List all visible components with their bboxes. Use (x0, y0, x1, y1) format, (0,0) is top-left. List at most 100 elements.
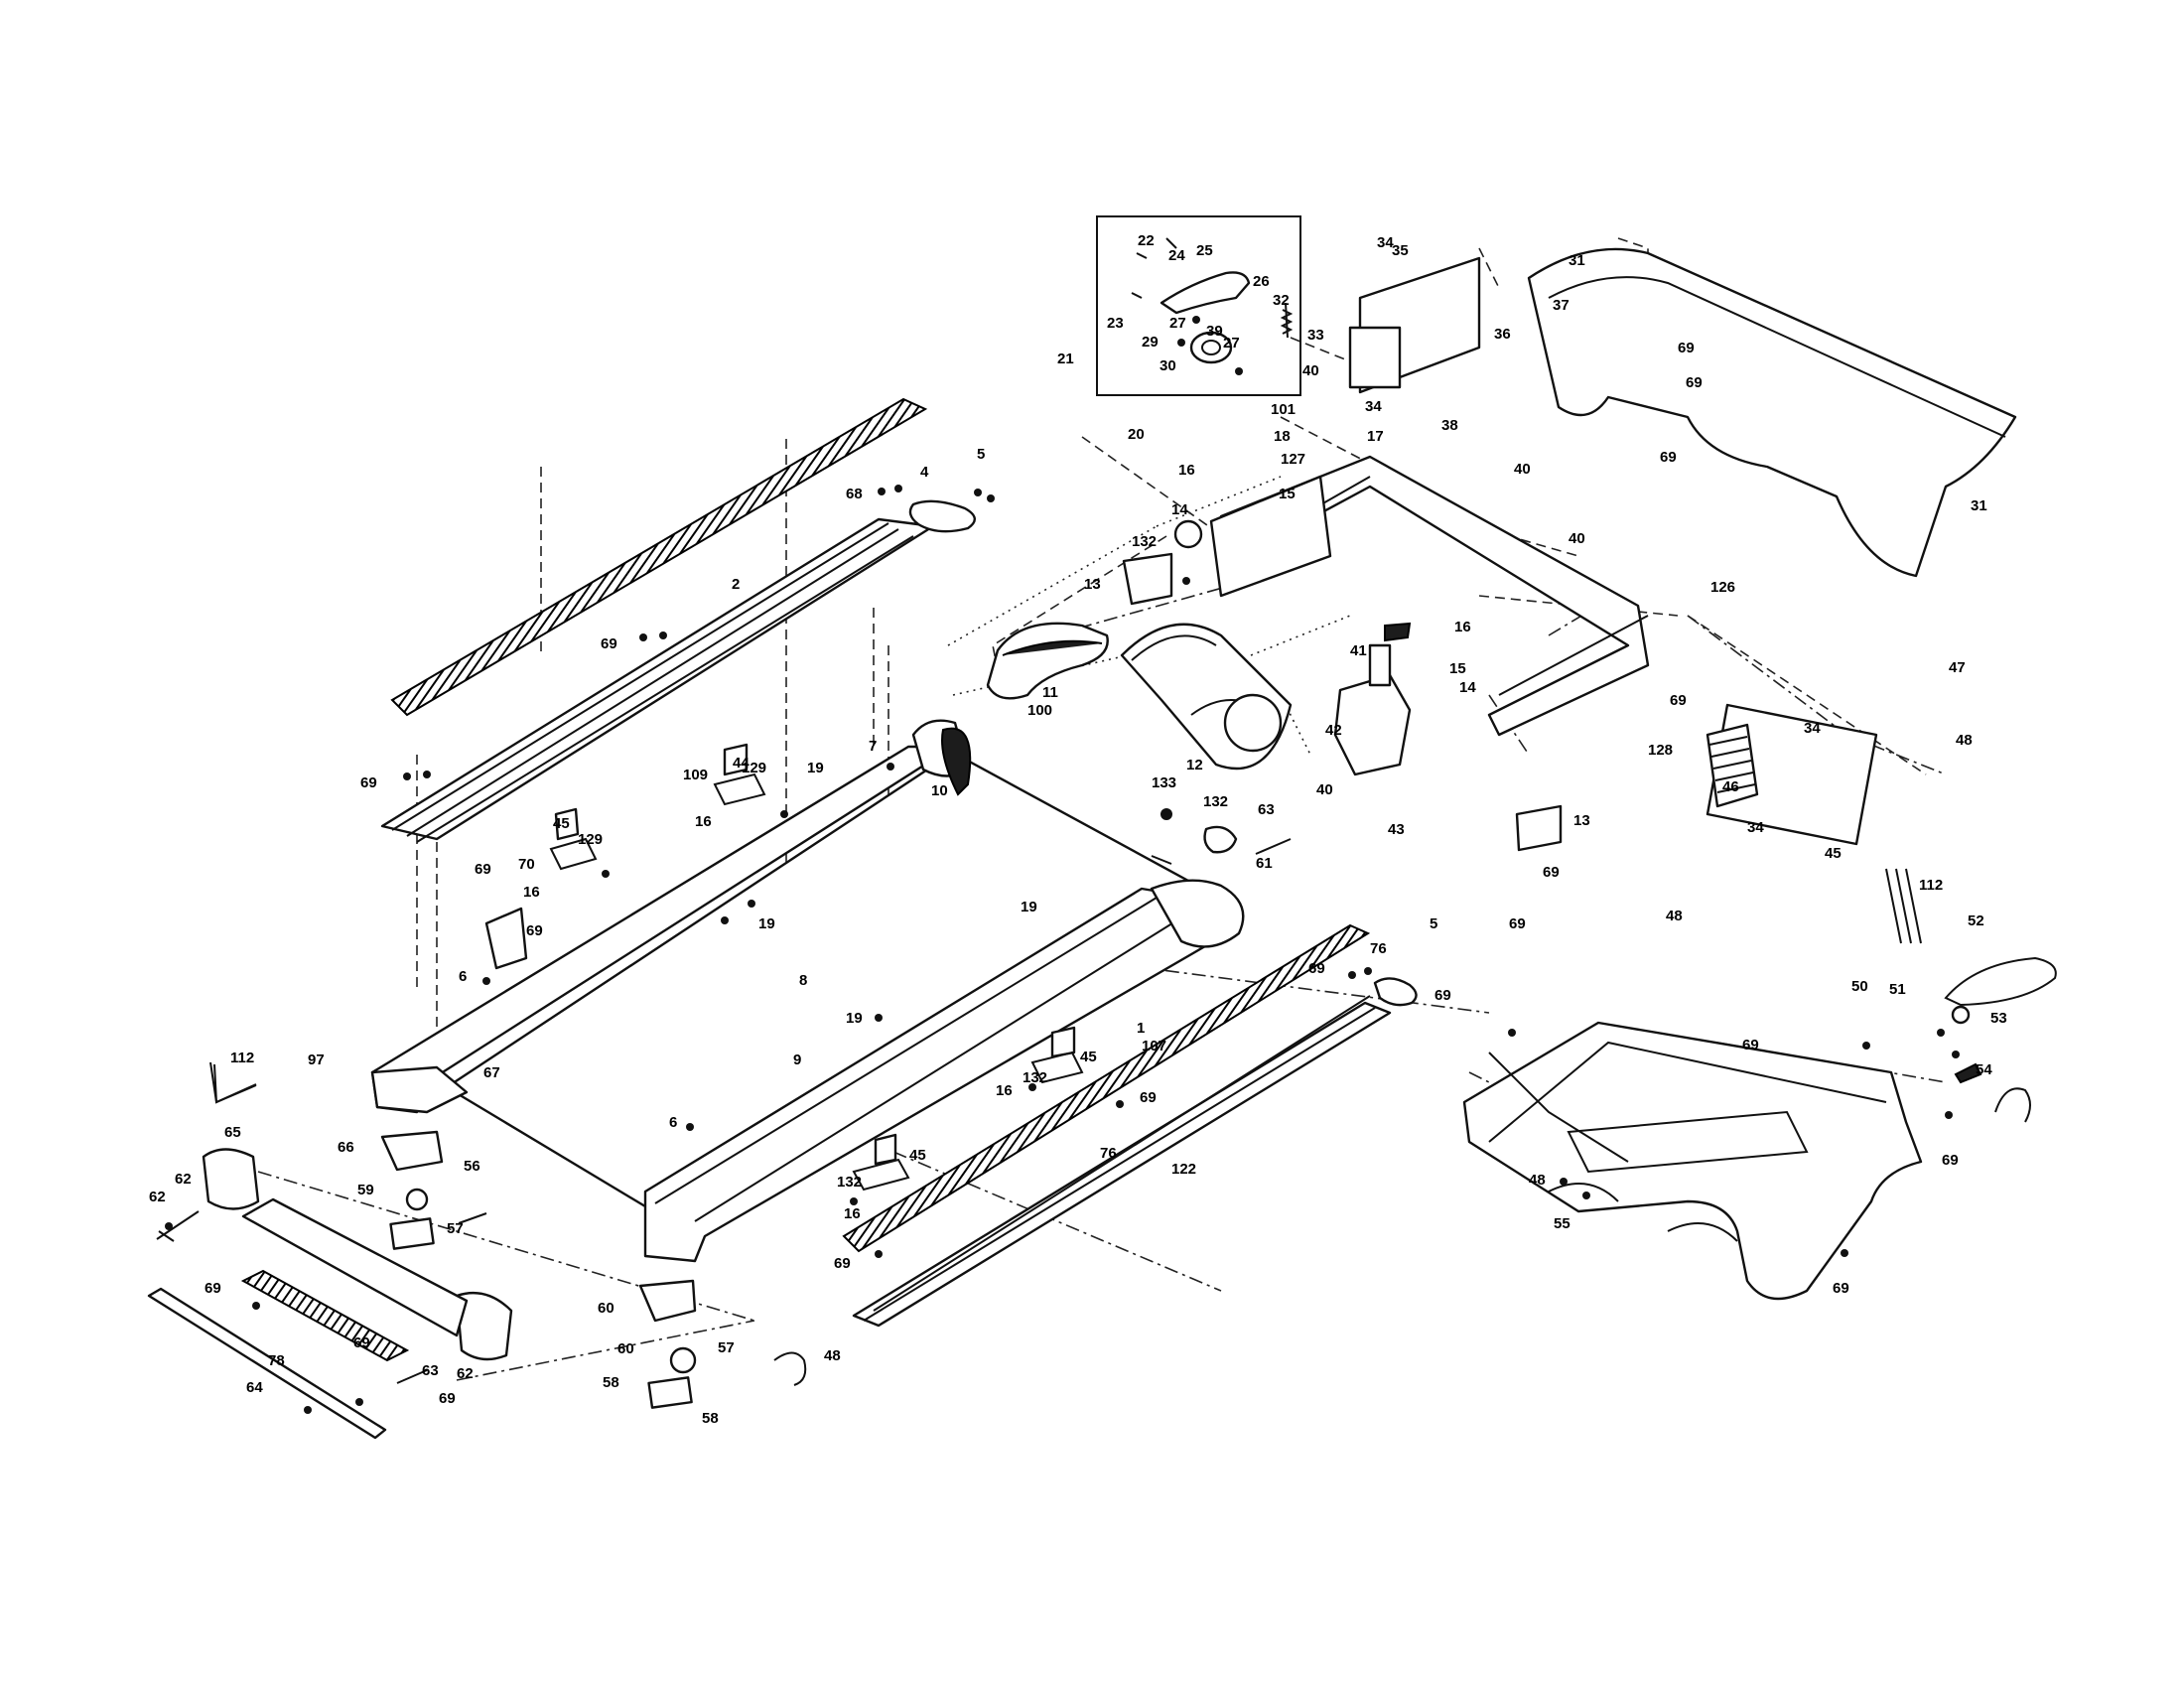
drive-belt-pulley (1173, 519, 1203, 549)
callout-label: 62 (175, 1171, 192, 1188)
callout-label: 35 (1392, 242, 1409, 259)
callout-label: 43 (1388, 821, 1405, 838)
right-rail-end-cap (1373, 977, 1418, 1007)
callout-label: 17 (1367, 428, 1384, 445)
callout-label: 51 (1889, 981, 1906, 998)
callout-label: 16 (1454, 619, 1471, 635)
callout-label: 57 (447, 1220, 464, 1237)
callout-label: 61 (1256, 855, 1273, 872)
callout-label: 69 (360, 774, 377, 791)
callout-label: 48 (1666, 908, 1683, 924)
callout-label: 22 (1138, 232, 1155, 249)
tool-122 (213, 1063, 257, 1104)
cord-wrap (1994, 1087, 2031, 1123)
callout-label: 48 (1529, 1172, 1546, 1189)
callout-label: 2 (732, 576, 740, 593)
rear-leveling-foot-left (380, 1130, 444, 1172)
callout-label: 7 (869, 738, 877, 755)
callout-label: 25 (1196, 242, 1213, 259)
callout-label: 34 (1377, 234, 1394, 251)
hardware-brackets (213, 577, 1292, 1386)
callout-label: 53 (1990, 1010, 2007, 1027)
spring-32 (1280, 309, 1294, 335)
deck-frame-assembly (370, 719, 1245, 1263)
callout-label: 29 (1142, 334, 1159, 351)
bushing-133 (1203, 825, 1238, 854)
callout-label: 69 (1140, 1089, 1157, 1106)
callout-label: 1 (1137, 1020, 1145, 1037)
callout-label: 27 (1169, 315, 1186, 332)
callout-label: 69 (353, 1334, 370, 1351)
motor-bracket-13 (1122, 552, 1173, 606)
callout-label: 36 (1494, 326, 1511, 343)
motor-mount-plate (1209, 475, 1332, 598)
callout-label: 34 (1804, 720, 1821, 737)
callout-label: 68 (846, 486, 863, 502)
callout-label: 16 (695, 813, 712, 830)
rear-foot-rail (147, 1287, 387, 1440)
callout-label: 11 (1042, 684, 1058, 701)
left-rear-foot (370, 1065, 469, 1114)
callout-label: 69 (1660, 449, 1677, 466)
incline-motor (1333, 673, 1412, 776)
callout-label: 132 (837, 1174, 862, 1191)
callout-label: 47 (1949, 659, 1966, 676)
spacer-45c (1050, 1026, 1076, 1058)
callout-label: 69 (1942, 1152, 1959, 1169)
front-roller (1150, 879, 1245, 948)
rear-end-cap-right (455, 1291, 513, 1361)
hood-base (1462, 1021, 1923, 1301)
callout-label: 34 (1365, 398, 1382, 415)
callout-label: 32 (1273, 292, 1290, 309)
callout-label: 23 (1107, 315, 1124, 332)
callout-label: 65 (224, 1124, 241, 1141)
callout-label: 18 (1274, 428, 1291, 445)
callout-label: 129 (742, 760, 766, 776)
spacer-45a (723, 743, 749, 776)
callout-label: 9 (793, 1052, 801, 1068)
spacer-45b (554, 807, 580, 841)
callout-label: 24 (1168, 247, 1185, 264)
callout-label: 133 (1152, 774, 1176, 791)
callout-label: 34 (1747, 819, 1764, 836)
right-rail-rubber-strip (842, 923, 1371, 1253)
callout-label: 5 (1430, 915, 1437, 932)
callout-label: 62 (457, 1365, 474, 1382)
callout-label: 69 (834, 1255, 851, 1272)
callout-label: 27 (1223, 335, 1240, 351)
callout-label: 30 (1160, 357, 1176, 374)
callout-label: 69 (475, 861, 491, 878)
callout-label: 37 (1553, 297, 1570, 314)
callout-label: 59 (357, 1182, 374, 1198)
callout-label: 54 (1976, 1061, 1992, 1078)
callout-label: 76 (1370, 940, 1387, 957)
callout-label: 31 (1569, 252, 1585, 269)
left-rail-assembly (380, 397, 995, 843)
wire-harness (1885, 868, 1922, 944)
callout-label: 16 (996, 1082, 1013, 1099)
callout-label: 69 (526, 922, 543, 939)
callout-label: 97 (308, 1052, 325, 1068)
callout-label: 62 (149, 1189, 166, 1205)
callout-label: 16 (844, 1205, 861, 1222)
belt-guard-26 (1160, 271, 1251, 315)
motor-frame-assembly (986, 455, 1650, 852)
callout-label: 69 (601, 635, 617, 652)
callout-label: 60 (617, 1340, 634, 1357)
left-rail-end-cap (908, 499, 976, 533)
callout-label: 52 (1968, 912, 1984, 929)
electronics-assembly (1333, 247, 2017, 846)
motor-controller (1348, 326, 1402, 389)
hood-base-rib (1567, 1110, 1809, 1174)
roller-30 (1189, 331, 1233, 364)
callout-label: 122 (1171, 1161, 1196, 1178)
rear-end-assembly (147, 1061, 697, 1440)
callout-label: 63 (1258, 801, 1275, 818)
callout-label: 40 (1302, 362, 1319, 379)
callout-label: 5 (977, 446, 985, 463)
callout-label: 20 (1128, 426, 1145, 443)
callout-label: 14 (1171, 501, 1188, 518)
callout-label: 40 (1316, 781, 1333, 798)
callout-label: 112 (230, 1050, 254, 1066)
callout-label: 12 (1186, 757, 1203, 773)
